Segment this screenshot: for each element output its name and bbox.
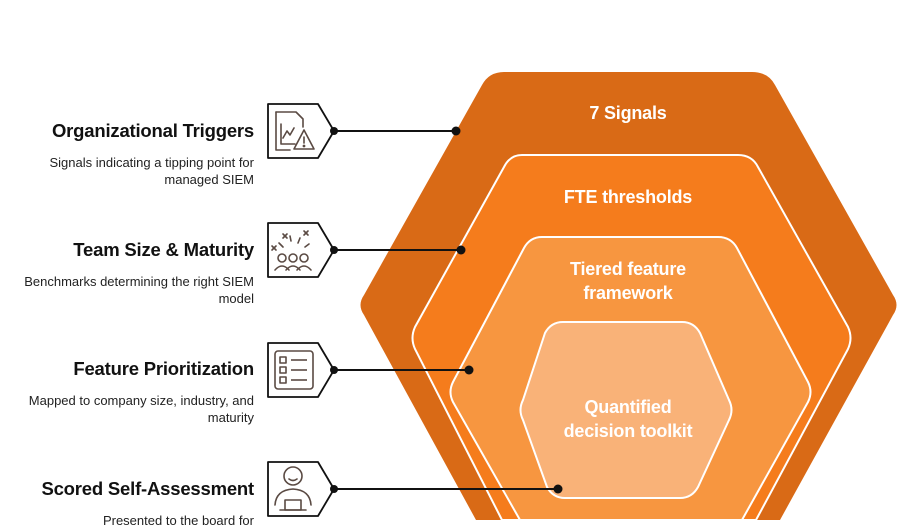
checklist-icon [274, 350, 314, 390]
item-organizational-triggers: Organizational Triggers Signals indicati… [0, 120, 254, 188]
layer-label-2: FTE thresholds [563, 187, 693, 207]
layer-label-4: Quantified decision toolkit [563, 397, 693, 441]
item-feature-prioritization: Feature Prioritization Mapped to company… [0, 358, 254, 426]
item-description: Mapped to company size, industry, and ma… [28, 393, 254, 425]
presenter-icon [274, 466, 312, 511]
item-title: Team Size & Maturity [73, 239, 254, 260]
layer-label-1: 7 Signals [589, 103, 667, 123]
connector-1 [330, 126, 461, 136]
icon-bracket-3 [267, 342, 335, 398]
item-description: Benchmarks determining the right SIEM mo… [24, 274, 254, 306]
hexagon-layer-4 [519, 321, 733, 499]
icon-bracket-2 [267, 222, 335, 278]
item-title: Feature Prioritization [73, 358, 254, 379]
icon-bracket-4 [267, 461, 335, 517]
icon-bracket-1 [267, 103, 335, 159]
chart-warning-icon [275, 111, 315, 151]
item-scored-self-assessment: Scored Self-Assessment Presented to the … [0, 478, 254, 529]
item-title: Scored Self-Assessment [41, 478, 254, 499]
item-team-size-maturity: Team Size & Maturity Benchmarks determin… [0, 239, 254, 307]
item-title: Organizational Triggers [51, 120, 254, 141]
layer-label-3: Tiered feature framework [570, 259, 686, 303]
item-description: Presented to the board for [102, 513, 254, 528]
item-description: Signals indicating a tipping point for m… [49, 155, 254, 187]
team-celebration-icon [271, 230, 312, 271]
